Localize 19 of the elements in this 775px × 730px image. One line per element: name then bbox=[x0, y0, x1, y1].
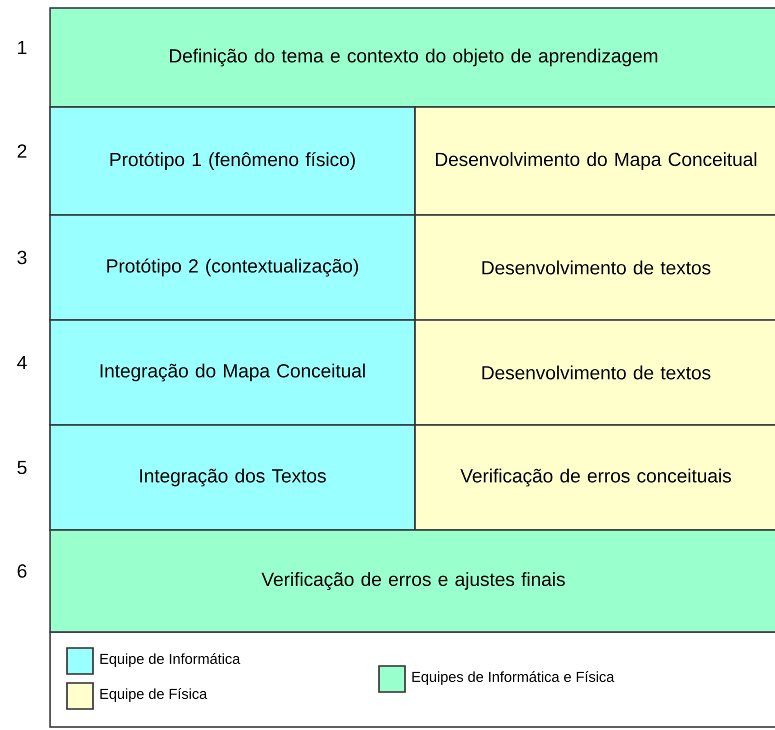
legend-label: Equipes de Informática e Física bbox=[412, 671, 614, 685]
process-box: Verificação de erros conceituais bbox=[414, 424, 775, 531]
row-number: 2 bbox=[18, 144, 26, 158]
legend-label: Equipe de Informática bbox=[100, 653, 240, 667]
process-box: Protótipo 2 (contextualização) bbox=[49, 214, 416, 321]
row-number: 5 bbox=[17, 460, 26, 474]
process-box: Desenvolvimento de textos bbox=[414, 319, 775, 426]
row-number: 4 bbox=[17, 356, 27, 370]
process-box: Integração dos Textos bbox=[49, 424, 416, 531]
legend-label: Equipe de Física bbox=[100, 688, 208, 702]
process-box: Integração do Mapa Conceitual bbox=[49, 319, 416, 426]
process-box: Desenvolvimento de textos bbox=[414, 214, 775, 321]
process-box: Definição do tema e contexto do objeto de aprendizagem bbox=[49, 7, 775, 108]
row-number: 6 bbox=[18, 564, 26, 578]
process-box: Verificação de erros e ajustes finais bbox=[49, 529, 775, 633]
process-box: Protótipo 1 (fenômeno físico) bbox=[49, 106, 416, 216]
row-number: 1 bbox=[18, 40, 26, 54]
process-box: Desenvolvimento do Mapa Conceitual bbox=[414, 106, 775, 216]
row-number: 3 bbox=[17, 250, 26, 264]
